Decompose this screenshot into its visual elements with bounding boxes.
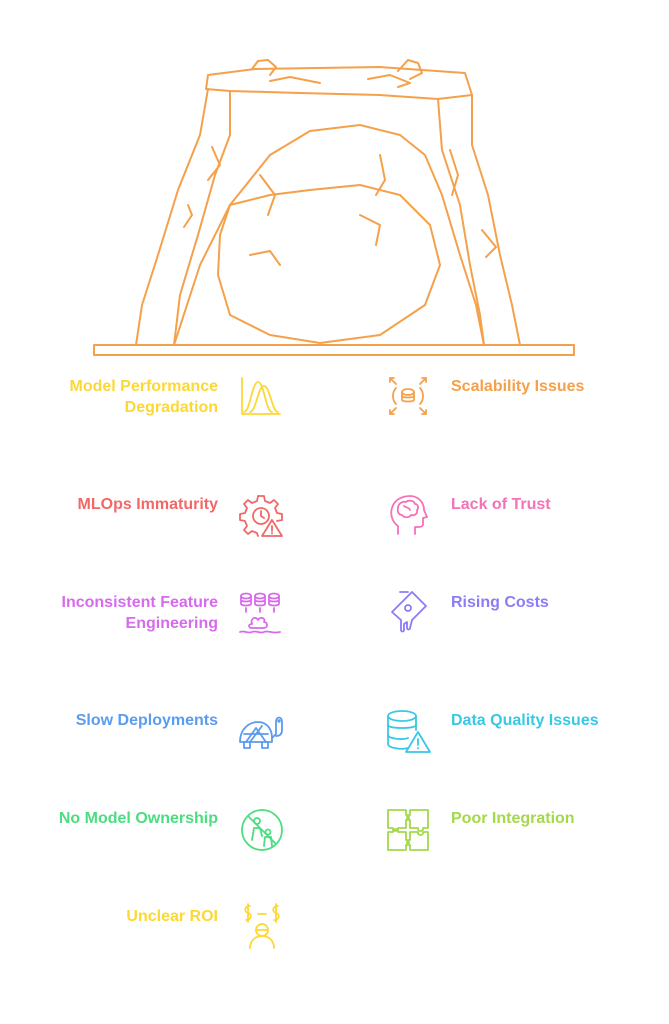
- brain-head-icon: [384, 490, 432, 538]
- label-deployments: Slow Deployments: [75, 712, 218, 729]
- cave-illustration: [93, 59, 575, 356]
- database-expand-icon: [384, 372, 432, 420]
- label-trust: Lack of Trust: [451, 496, 551, 513]
- bell-curve-icon: [236, 372, 284, 420]
- puzzle-icon: [384, 806, 432, 854]
- melting-price-tag-icon: [386, 588, 434, 636]
- label-scalability: Scalability Issues: [451, 378, 585, 395]
- person-money-icon: [238, 902, 286, 950]
- gear-warning-icon: [238, 492, 286, 540]
- label-ownership: No Model Ownership: [58, 810, 218, 827]
- label-data-quality: Data Quality Issues: [451, 712, 599, 729]
- label-integration: Poor Integration: [451, 810, 575, 827]
- database-warning-icon: [384, 708, 432, 756]
- label-model-performance: Model Performance Degradation: [69, 378, 218, 416]
- label-mlops: MLOps Immaturity: [77, 496, 218, 513]
- data-sources-icon: [236, 590, 284, 638]
- label-costs: Rising Costs: [451, 594, 549, 611]
- turtle-icon: [236, 708, 284, 756]
- no-people-icon: [238, 806, 286, 854]
- label-feature-engineering: Inconsistent Feature Engineering: [61, 594, 218, 632]
- label-roi: Unclear ROI: [126, 908, 218, 925]
